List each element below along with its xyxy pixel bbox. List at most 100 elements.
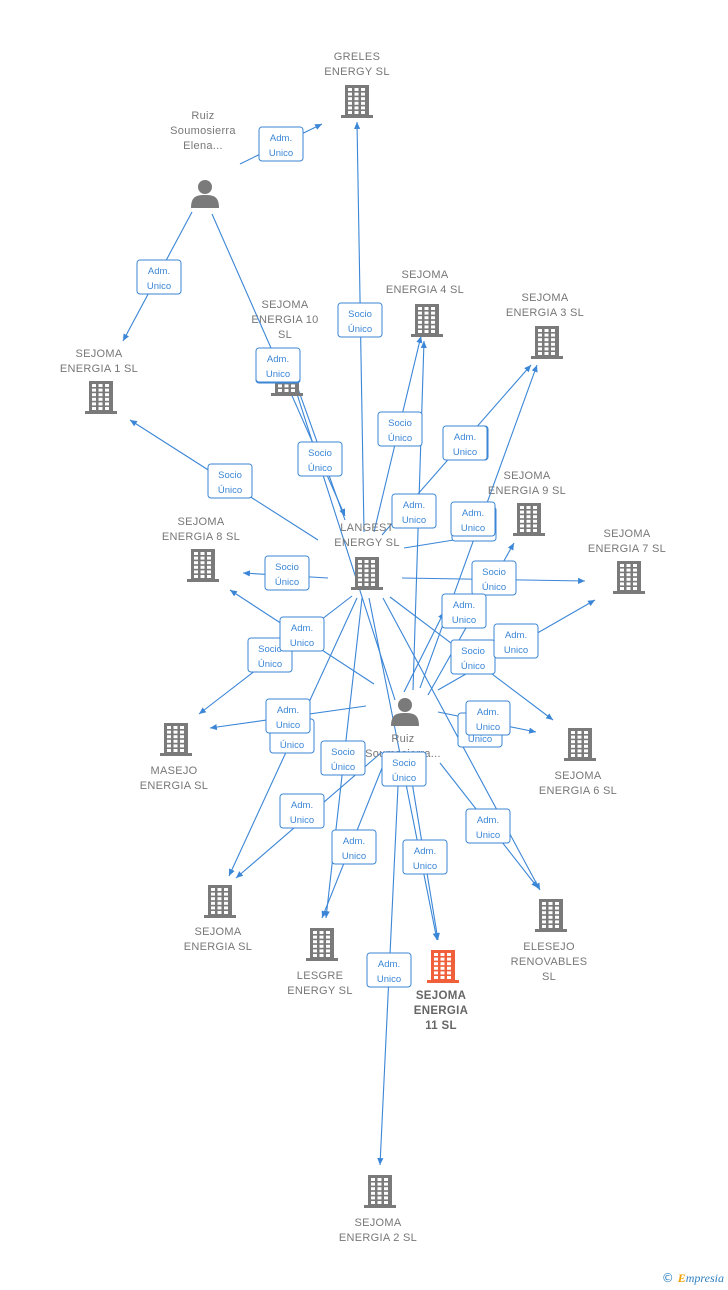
building-icon <box>341 85 373 118</box>
node-ruiz_elena[interactable]: RuizSoumosierraElena... <box>170 110 236 208</box>
node-label-line: ENERGIA 1 SL <box>60 363 138 375</box>
edge-label-box <box>441 593 487 629</box>
node-label-line: ENERGIA 3 SL <box>506 307 584 319</box>
edge-label-adm[interactable]: Adm. Unico <box>265 698 311 734</box>
edge-label-box <box>279 616 325 652</box>
edge-label-text: Adm. <box>414 846 436 857</box>
edge-label-box <box>391 493 437 529</box>
node-label-line: ENERGIA 6 SL <box>539 785 617 797</box>
edge-label-text: Único <box>468 734 492 745</box>
edge-label-text: Único <box>308 463 332 474</box>
edge-label-text: Unico <box>452 615 476 626</box>
edge-label-box <box>255 347 301 383</box>
footer-brand[interactable]: ©Empresia <box>662 1271 724 1286</box>
edge-label-adm[interactable]: Adm.Unico <box>441 593 487 629</box>
node-sejoma6[interactable]: SEJOMA ENERGIA 6 SL <box>539 728 617 797</box>
edge-label-box <box>337 302 383 338</box>
edge-label-text: Único <box>331 762 355 773</box>
node-label-line: LESGRE <box>297 970 343 982</box>
building-icon <box>306 928 338 961</box>
edge-label-adm[interactable]: Adm.Unico <box>450 501 496 537</box>
edge-label-adm[interactable]: Adm.Unico <box>465 808 511 844</box>
node-sejoma2[interactable]: SEJOMA ENERGIA 2 SL <box>339 1175 417 1244</box>
edge-label-text: Adm. <box>291 800 313 811</box>
edge-label-text: Unico <box>269 148 293 159</box>
edge-label-text: Único <box>482 582 506 593</box>
node-label-line: 11 SL <box>425 1020 457 1032</box>
node-label-line: ENERGIA SL <box>140 780 208 792</box>
node-label-line: SEJOMA <box>554 770 601 782</box>
edge-label-text: Adm. <box>462 508 484 519</box>
edge-label-text: Adm. <box>277 705 299 716</box>
edge-label-box <box>265 698 311 734</box>
node-label-line: SEJOMA <box>354 1217 401 1229</box>
edge-label-box <box>264 555 310 591</box>
edge-label-text: Socio <box>388 418 412 429</box>
edge-label-adm[interactable]: Adm.Unico <box>279 616 325 652</box>
edge-label-adm[interactable]: Adm. Unico <box>258 126 304 162</box>
edge-label-text: Adm. <box>270 133 292 144</box>
edge-label-text: Unico <box>476 830 500 841</box>
edge-label-box <box>493 623 539 659</box>
edge-label-text: Socio <box>308 448 332 459</box>
edge-label-adm[interactable]: Adm.Unico <box>391 493 437 529</box>
person-icon <box>191 180 219 208</box>
building-icon <box>204 885 236 918</box>
edge-label-adm[interactable]: Adm.Unico <box>255 347 301 383</box>
edge-label-text: Adm. <box>477 707 499 718</box>
edge-label-adm[interactable]: Adm.Unico <box>442 425 488 461</box>
edge-label-text: Unico <box>377 974 401 985</box>
node-label-line: ENERGIA 8 SL <box>162 531 240 543</box>
edge-label-box <box>207 463 253 499</box>
node-label-line: ENERGY SL <box>324 66 389 78</box>
node-label-line: Elena... <box>183 140 223 152</box>
person-icon <box>391 698 419 726</box>
edge-label-text: Adm. <box>454 432 476 443</box>
edge-label-text: Unico <box>413 861 437 872</box>
edge-label-box <box>442 425 488 461</box>
edge-label-adm[interactable]: Adm.Unico <box>136 259 182 295</box>
node-label-line: ENERGY SL <box>334 537 399 549</box>
node-label-line: ENERGIA 2 SL <box>339 1232 417 1244</box>
building-icon <box>160 723 192 756</box>
edge-label-adm[interactable]: Adm. Unico <box>279 793 325 829</box>
edge-label-text: Unico <box>290 815 314 826</box>
edge-label-box <box>331 829 377 865</box>
edge-label-text: Socio <box>348 309 372 320</box>
edge-label-adm[interactable]: Adm.Unico <box>331 829 377 865</box>
building-icon <box>427 950 459 983</box>
edge-label-adm[interactable]: Adm.Unico <box>366 952 412 988</box>
edge-label-adm[interactable]: Adm.Unico <box>465 700 511 736</box>
node-ruiz_center[interactable]: RuizSoumosierra... <box>365 698 441 760</box>
edge-ruiz_center-to-langest <box>403 611 445 693</box>
edge-label-text: Único <box>275 577 299 588</box>
node-label-line: SEJOMA <box>261 299 308 311</box>
edge-label-adm[interactable]: Adm.Unico <box>493 623 539 659</box>
edge-label-text: Unico <box>276 720 300 731</box>
edge-label-adm[interactable]: Adm. Unico <box>402 839 448 875</box>
